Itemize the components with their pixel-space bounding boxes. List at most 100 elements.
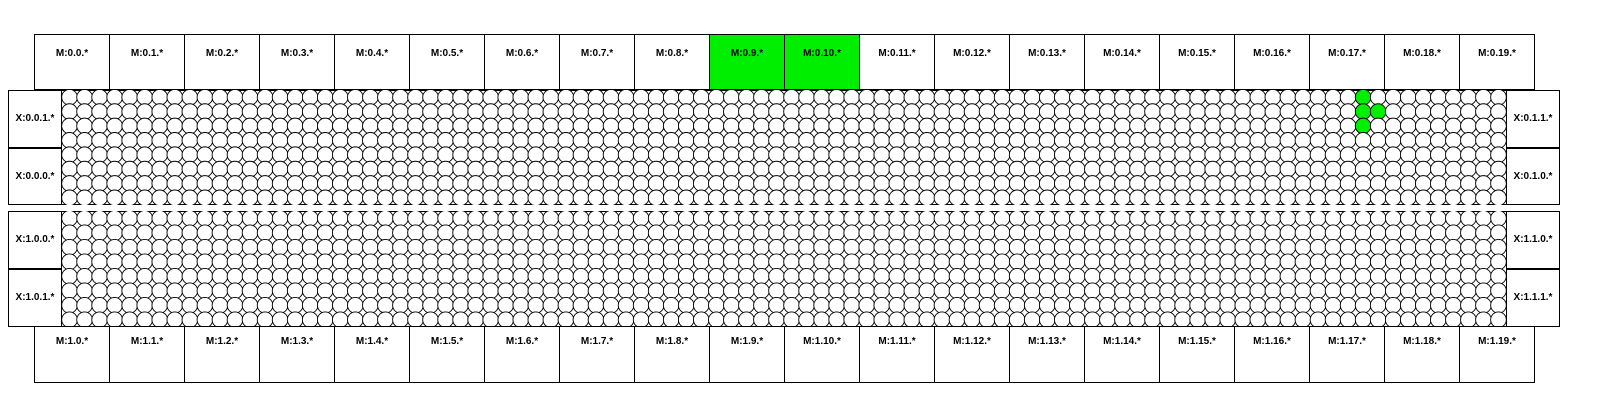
node: [1069, 132, 1086, 149]
node: [347, 267, 364, 285]
node: [948, 132, 966, 149]
node: [1460, 224, 1477, 242]
node: [226, 211, 244, 227]
node: [813, 132, 830, 149]
node: [1324, 224, 1342, 242]
node: [1099, 175, 1116, 192]
bottom-module-16: M:1.16.*: [1234, 326, 1310, 383]
node: [377, 103, 394, 120]
node: [933, 253, 951, 271]
node: [181, 189, 199, 205]
node: [76, 90, 93, 106]
node: [1204, 224, 1221, 242]
node: [1309, 253, 1327, 271]
node: [1144, 189, 1161, 205]
node: [647, 103, 665, 120]
node: [1084, 117, 1101, 135]
node: [271, 238, 289, 256]
node: [166, 267, 184, 285]
node: [347, 103, 364, 120]
node: [1369, 224, 1387, 242]
node: [497, 175, 515, 192]
node: [723, 238, 740, 256]
node: [1234, 132, 1252, 149]
node: [738, 103, 755, 120]
node: [647, 160, 665, 178]
node: [286, 90, 304, 106]
node: [692, 132, 710, 149]
node: [437, 160, 454, 178]
node: [1339, 211, 1357, 227]
node: [452, 311, 469, 327]
node: [256, 311, 274, 327]
node: [1294, 189, 1312, 205]
node: [467, 160, 484, 178]
node: [1294, 132, 1312, 149]
node: [828, 296, 845, 314]
node: [1069, 253, 1086, 271]
node: [271, 117, 289, 135]
node: [1008, 175, 1026, 192]
node: [738, 267, 755, 285]
node: [1234, 211, 1252, 227]
node: [211, 311, 229, 327]
node: [753, 103, 770, 120]
node: [557, 267, 575, 285]
node: [166, 132, 184, 149]
node: [1023, 211, 1041, 227]
node: [181, 267, 199, 285]
node: [497, 267, 515, 285]
node: [963, 224, 981, 242]
node: [407, 132, 424, 149]
node: [482, 311, 499, 327]
node: [557, 189, 575, 205]
node: [1369, 267, 1387, 285]
node: [1339, 253, 1357, 271]
node: [1384, 267, 1402, 285]
node: [467, 282, 484, 300]
node: [632, 311, 650, 327]
node: [1414, 282, 1432, 300]
node: [557, 311, 575, 327]
node: [1460, 146, 1477, 163]
node: [271, 160, 289, 178]
node: [497, 211, 514, 227]
node: [1069, 282, 1086, 300]
node: [422, 90, 439, 106]
node: [482, 267, 499, 285]
node: [121, 132, 138, 149]
node: [738, 117, 755, 135]
node: [1204, 189, 1221, 205]
node: [256, 160, 274, 178]
node: [617, 160, 635, 178]
node: [768, 146, 785, 163]
node: [587, 211, 605, 227]
node: [1339, 267, 1357, 285]
node: [62, 238, 78, 256]
top-module-13: M:0.13.*: [1009, 34, 1085, 90]
node: [196, 224, 214, 242]
node: [121, 160, 138, 178]
node: [1399, 189, 1417, 205]
node: [993, 146, 1011, 163]
node-highlighted: [1369, 103, 1387, 120]
node: [783, 296, 800, 314]
node: [798, 189, 815, 205]
node: [1174, 160, 1191, 178]
node: [1114, 132, 1131, 149]
node: [422, 238, 439, 256]
node: [482, 90, 499, 106]
node: [1189, 189, 1206, 205]
node: [1264, 160, 1282, 178]
node: [347, 211, 364, 227]
port-label-left-0-1: X:0.0.0.*: [8, 148, 62, 205]
node: [226, 146, 244, 163]
node: [1324, 238, 1342, 256]
node: [813, 238, 830, 256]
node: [1189, 267, 1206, 285]
node: [557, 282, 575, 300]
node: [1114, 146, 1131, 163]
node: [362, 311, 379, 327]
node: [617, 146, 635, 163]
node: [226, 103, 244, 120]
